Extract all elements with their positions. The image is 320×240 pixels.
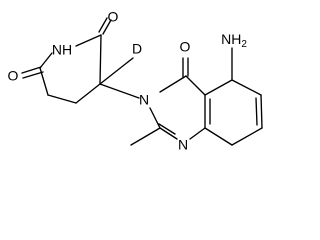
nh-label: NH bbox=[52, 42, 72, 58]
bond-n3-c4 bbox=[159, 75, 187, 93]
bond-c6-c5 bbox=[39, 67, 49, 96]
bond-c6-c7-b bbox=[255, 97, 258, 126]
bond-c3-c2 bbox=[99, 34, 102, 85]
bond-c3-d bbox=[99, 57, 134, 85]
bonds bbox=[21, 17, 263, 146]
oxygen-left-label: O bbox=[8, 68, 19, 84]
bond-c6-o-double-a bbox=[21, 66, 42, 74]
amino-subscript-label: 2 bbox=[241, 39, 247, 50]
bond-c2-methyl bbox=[130, 127, 161, 146]
bond-c6-c7-a bbox=[260, 94, 263, 129]
bond-c4a-c5 bbox=[204, 79, 233, 96]
oxygen-top-label: O bbox=[108, 9, 119, 25]
atom-labels: O NH O D N O NH2 N bbox=[8, 9, 248, 153]
nitrogen-n3-label: N bbox=[139, 92, 149, 108]
bond-n-c6 bbox=[39, 52, 53, 69]
bond-c5-c6 bbox=[231, 79, 262, 96]
oxygen-carbonyl-label: O bbox=[180, 39, 191, 55]
bond-n1-c2-b bbox=[158, 123, 176, 135]
amino-nh-label: NH bbox=[221, 31, 241, 47]
deuterium-label: D bbox=[132, 41, 142, 57]
bond-c8-c8a bbox=[204, 127, 233, 146]
amino-label: NH2 bbox=[221, 31, 247, 50]
bond-c3-n3 bbox=[99, 83, 140, 99]
molecular-structure-diagram: O NH O D N O NH2 N bbox=[8, 9, 263, 153]
bond-c2-o-double-a bbox=[102, 19, 112, 35]
nitrogen-n1-label: N bbox=[178, 137, 188, 153]
bond-c2-n bbox=[75, 34, 102, 47]
bond-c4-c4a bbox=[185, 75, 206, 96]
bond-c7-c8 bbox=[231, 127, 263, 146]
bond-c5-c4 bbox=[47, 94, 77, 104]
bond-c2-n3 bbox=[149, 107, 161, 129]
bond-c8a-n1 bbox=[189, 127, 206, 140]
bond-n1-c2-a bbox=[159, 127, 178, 140]
bond-c6-o-double-b bbox=[22, 71, 44, 79]
bond-c2-o-double-b bbox=[98, 17, 108, 33]
bond-c4-c3 bbox=[75, 83, 101, 104]
